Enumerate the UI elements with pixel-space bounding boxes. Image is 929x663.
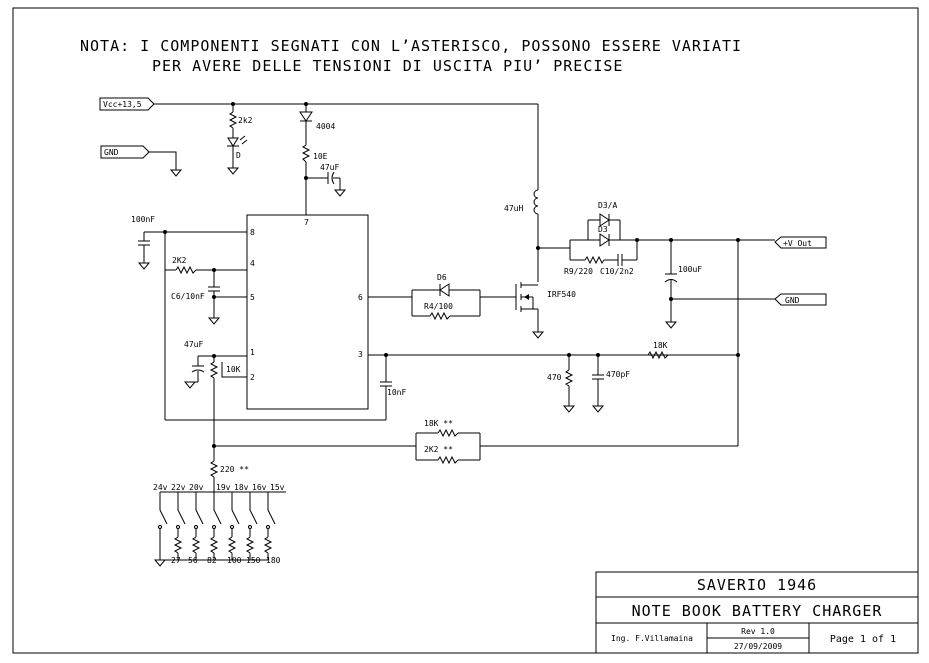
svg-text:19v: 19v (216, 483, 231, 492)
svg-text:2K2: 2K2 (172, 256, 187, 265)
port-vcc: Vcc+13,5 (99, 97, 155, 111)
title-revision: Rev 1.0 (741, 627, 775, 636)
resistor-18k: 18K (647, 341, 669, 360)
svg-text:47uF: 47uF (320, 163, 339, 172)
svg-text:100uF: 100uF (678, 265, 702, 274)
diode-4004: 4004 (299, 104, 335, 145)
svg-text:7: 7 (304, 218, 309, 227)
svg-text:5: 5 (250, 293, 255, 302)
svg-text:GND: GND (785, 296, 800, 305)
svg-text:10nF: 10nF (387, 388, 406, 397)
mosfet-irf540: IRF540 (515, 282, 576, 339)
svg-text:4004: 4004 (316, 122, 335, 131)
switch-col-2 (173, 492, 186, 560)
svg-text:R4/100: R4/100 (424, 302, 453, 311)
svg-text:82: 82 (207, 556, 217, 565)
svg-text:470pF: 470pF (606, 370, 630, 379)
svg-text:D6: D6 (437, 273, 447, 282)
port-vout: +V Out (774, 236, 827, 249)
port-gnd-out: GND (774, 293, 827, 306)
title-page: Page 1 of 1 (830, 634, 896, 645)
sheet-border (12, 7, 919, 654)
svg-text:470: 470 (547, 373, 562, 382)
port-gnd-in: GND (100, 145, 183, 177)
gate-network: D6 R4/100 (368, 273, 516, 321)
note-line-2: PER AVERE DELLE TENSIONI DI USCITA PIU’ … (152, 57, 623, 75)
svg-text:D3/A: D3/A (598, 201, 617, 210)
note-line-1: NOTA: I COMPONENTI SEGNATI CON L’ASTERIS… (80, 37, 742, 55)
switch-bank: 24v 22v 20v 19v 18v 16v 15v 27 56 82 100… (153, 483, 286, 567)
resistor-2k2-led: 2k2 (228, 104, 253, 138)
svg-text:3: 3 (358, 350, 363, 359)
svg-text:16v: 16v (252, 483, 267, 492)
svg-text:27: 27 (171, 556, 181, 565)
title-company: SAVERIO 1946 (697, 576, 817, 594)
switch-col-5 (227, 492, 240, 560)
svg-text:Vcc+13,5: Vcc+13,5 (103, 100, 142, 109)
title-author: Ing. F.Villamaina (611, 634, 693, 643)
svg-text:24v: 24v (153, 483, 168, 492)
capacitor-470pf: 470pF (591, 355, 630, 413)
resistor-10k: 10K (209, 354, 247, 461)
resistor-470: 470 (547, 355, 576, 413)
svg-text:56: 56 (188, 556, 198, 565)
svg-text:4: 4 (250, 259, 255, 268)
svg-text:18K: 18K (653, 341, 668, 350)
svg-text:2k2: 2k2 (238, 116, 253, 125)
svg-text:47uH: 47uH (504, 204, 523, 213)
switch-col-7 (263, 492, 276, 560)
svg-text:47uF: 47uF (184, 340, 203, 349)
svg-text:18K **: 18K ** (424, 419, 453, 428)
title-block: SAVERIO 1946 NOTE BOOK BATTERY CHARGER I… (595, 571, 919, 654)
ic-controller: 7 8 4 5 6 1 2 3 (246, 214, 369, 410)
capacitor-47uf-left: 47uF (183, 340, 247, 389)
svg-text:2: 2 (250, 373, 255, 382)
inductor-47uh: 47uH (504, 189, 540, 282)
svg-text:6: 6 (358, 293, 363, 302)
supply-rail (154, 102, 539, 190)
svg-text:10K: 10K (226, 365, 241, 374)
pin3-network: 10nF (368, 353, 738, 420)
svg-text:18v: 18v (234, 483, 249, 492)
pin8-network: 100nF (131, 215, 386, 421)
title-name: NOTE BOOK BATTERY CHARGER (632, 602, 883, 620)
capacitor-c6: C6/10nF (171, 270, 247, 325)
svg-text:2K2 **: 2K2 ** (424, 445, 453, 454)
switch-col-4 (209, 492, 222, 560)
svg-text:15v: 15v (270, 483, 285, 492)
capacitor-47uf-top: 47uF (306, 163, 347, 197)
svg-text:C10/2n2: C10/2n2 (600, 267, 634, 276)
svg-text:1: 1 (250, 348, 255, 357)
led-indicator: D (226, 135, 248, 175)
resistor-220-star: 220 ** (209, 460, 249, 492)
switch-col-6 (245, 492, 258, 560)
svg-text:22v: 22v (171, 483, 186, 492)
resistor-2k2-pin4: 2K2 (165, 256, 247, 275)
svg-text:20v: 20v (189, 483, 204, 492)
output-diodes: D3/A D3 R9/220 C10/2n2 (538, 201, 775, 276)
svg-text:D: D (236, 151, 241, 160)
svg-text:D3: D3 (598, 225, 608, 234)
feedback-rail (480, 240, 740, 447)
svg-text:+V Out: +V Out (783, 239, 812, 248)
svg-text:150: 150 (246, 556, 261, 565)
resistor-18k-star: 18K ** (212, 419, 481, 460)
resistor-2k2-star: 2K2 ** (416, 445, 480, 465)
svg-text:8: 8 (250, 228, 255, 237)
svg-text:100nF: 100nF (131, 215, 155, 224)
svg-text:100: 100 (227, 556, 242, 565)
svg-text:180: 180 (266, 556, 281, 565)
svg-text:C6/10nF: C6/10nF (171, 292, 205, 301)
resistor-10e: 10E (301, 144, 328, 215)
title-date: 27/09/2009 (734, 642, 782, 651)
svg-text:R9/220: R9/220 (564, 267, 593, 276)
svg-text:220 **: 220 ** (220, 465, 249, 474)
switch-col-3 (191, 492, 204, 560)
capacitor-100uf: 100uF (664, 240, 775, 329)
svg-text:10E: 10E (313, 152, 328, 161)
svg-text:GND: GND (104, 148, 119, 157)
svg-text:IRF540: IRF540 (547, 290, 576, 299)
